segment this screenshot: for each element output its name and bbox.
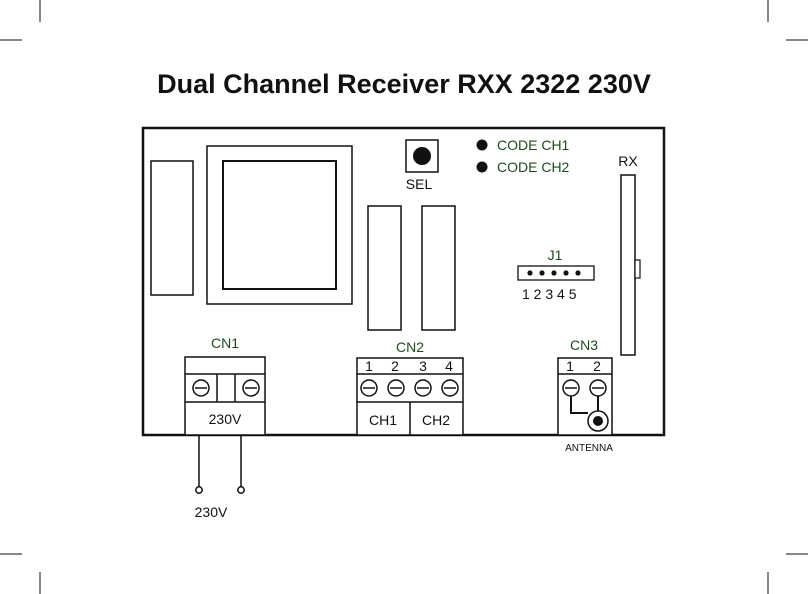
cn3-pin-2: 2 xyxy=(593,358,601,374)
sel-button-dot xyxy=(413,147,431,165)
antenna-label: ANTENNA xyxy=(565,443,613,454)
rx-module-tab xyxy=(634,259,641,279)
supply-voltage-label: 230V xyxy=(195,504,228,520)
led-code-ch1-label: CODE CH1 xyxy=(497,137,570,153)
cn2-pin-3: 3 xyxy=(419,358,427,374)
led-code-ch2 xyxy=(476,161,488,173)
cn3-pin-1: 1 xyxy=(566,358,574,374)
rx-label: RX xyxy=(618,153,638,169)
cn2-pin-4: 4 xyxy=(445,358,453,374)
transformer-inner xyxy=(222,160,337,290)
j1-pin-numbers: 1 2 3 4 5 xyxy=(522,286,577,302)
led-code-ch1 xyxy=(476,139,488,151)
relay-ch2 xyxy=(421,205,456,331)
cn1-screw-terminals xyxy=(192,379,260,397)
capacitor-block xyxy=(150,160,194,296)
cn3-label: CN3 xyxy=(570,337,598,353)
cn1-voltage-label: 230V xyxy=(209,411,242,427)
cn2-terminal-block xyxy=(356,357,464,436)
cn2-ch1-label: CH1 xyxy=(369,412,397,428)
j1-label: J1 xyxy=(548,247,563,263)
cn2-ch2-label: CH2 xyxy=(422,412,450,428)
relay-ch1 xyxy=(367,205,402,331)
supply-wires xyxy=(195,435,245,494)
led-code-ch2-label: CODE CH2 xyxy=(497,159,570,175)
cn2-label: CN2 xyxy=(396,339,424,355)
page-title: Dual Channel Receiver RXX 2322 230V xyxy=(157,69,651,99)
j1-pins xyxy=(527,270,581,276)
cn1-label: CN1 xyxy=(211,335,239,351)
cn2-pin-1: 1 xyxy=(365,358,373,374)
cn2-pin-2: 2 xyxy=(391,358,399,374)
cn2-screw-terminals xyxy=(360,379,459,397)
sel-label: SEL xyxy=(406,176,433,192)
rx-module xyxy=(620,174,636,356)
antenna-connection xyxy=(570,396,609,432)
